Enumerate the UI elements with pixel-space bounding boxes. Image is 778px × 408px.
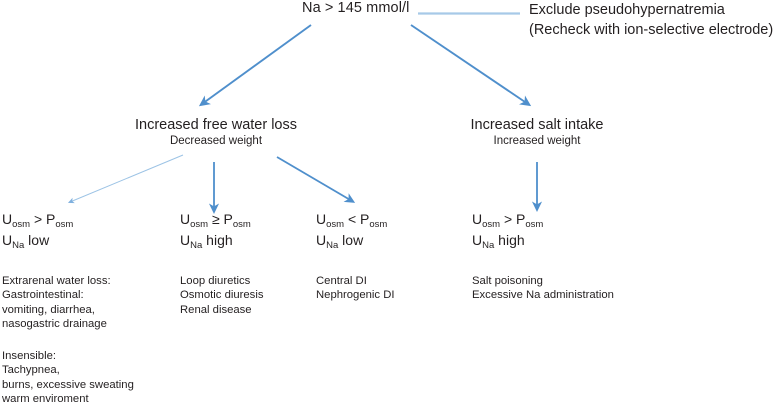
u-symbol: U [180, 211, 191, 227]
branch-free-water-loss-subheading: Decreased weight [169, 135, 263, 147]
u-subscript: osm [190, 219, 209, 230]
detail-line: Extrarenal water loss: [2, 275, 111, 287]
details-extrarenal-water-loss: Extrarenal water loss: Gastrointestinal:… [2, 274, 111, 332]
u-symbol: U [316, 232, 327, 248]
branch-node-salt-intake: Increased salt intake Increased weight [459, 117, 615, 149]
u-subscript: osm [12, 219, 31, 230]
details-salt-excess: Salt poisoning Excessive Na administrati… [472, 274, 614, 303]
sodium-level: low [24, 232, 50, 248]
arrow-free-water-loss-to-extrarenal [67, 154, 184, 204]
u-subscript: osm [326, 219, 345, 230]
side-note-exclude-pseudohypernatremia: Exclude pseudohypernatremia (Recheck wit… [529, 0, 773, 40]
criteria-salt-excess: Uosm > Posm UNa high [472, 210, 543, 252]
details-diabetes-insipidus: Central DI Nephrogenic DI [316, 274, 395, 303]
comparison-operator: > P [30, 211, 56, 227]
detail-line: Nephrogenic DI [316, 289, 395, 302]
u-symbol: U [472, 232, 483, 248]
criteria-line-osmolality: Uosm > Posm [472, 210, 543, 231]
detail-line: warm enviroment [2, 393, 89, 406]
detail-line: Tachypnea, [2, 364, 60, 377]
u-subscript: osm [482, 219, 501, 230]
u-symbol: U [2, 232, 13, 248]
detail-line: Gastrointestinal: [2, 289, 84, 302]
u-symbol: U [316, 211, 327, 227]
na-subscript: Na [482, 240, 495, 251]
detail-line: Osmotic diuresis [180, 289, 264, 302]
arrow-free-water-loss-to-di [276, 156, 356, 203]
comparison-operator: ≥ P [208, 211, 233, 227]
side-note-line-1: Exclude pseudohypernatremia [529, 2, 725, 18]
sodium-level: high [202, 232, 233, 248]
na-subscript: Na [12, 240, 25, 251]
arrow-title-to-free-water-loss [198, 24, 312, 107]
criteria-line-sodium: UNa low [2, 231, 73, 252]
criteria-line-sodium: UNa high [472, 231, 543, 252]
details-insensible-water-loss: Insensible: Tachypnea, burns, excessive … [2, 349, 134, 407]
arrow-title-to-salt-intake [410, 24, 532, 107]
detail-line: vomiting, diarrhea, [2, 303, 95, 316]
na-subscript: Na [190, 240, 203, 251]
criteria-line-osmolality: Uosm ≥ Posm [180, 210, 251, 231]
criteria-line-osmolality: Uosm < Posm [316, 210, 387, 231]
sodium-level: low [338, 232, 364, 248]
criteria-line-osmolality: Uosm > Posm [2, 210, 73, 231]
u-symbol: U [180, 232, 191, 248]
na-subscript: Na [326, 240, 339, 251]
u-symbol: U [472, 211, 483, 227]
p-subscript: osm [232, 219, 251, 230]
branch-salt-intake-heading: Increased salt intake [470, 117, 604, 133]
u-symbol: U [2, 211, 13, 227]
p-subscript: osm [369, 219, 388, 230]
criteria-diabetes-insipidus: Uosm < Posm UNa low [316, 210, 387, 252]
side-note-line-2: (Recheck with ion-selective electrode) [529, 22, 774, 38]
details-renal-water-loss: Loop diuretics Osmotic diuresis Renal di… [180, 274, 264, 317]
branch-node-free-water-loss: Increased free water loss Decreased weig… [126, 117, 306, 149]
root-node-sodium-threshold: Na > 145 mmol/l [302, 0, 409, 17]
branch-free-water-loss-heading: Increased free water loss [135, 117, 297, 133]
branch-salt-intake-subheading: Increased weight [493, 135, 581, 147]
comparison-operator: > P [500, 211, 526, 227]
detail-line: Salt poisoning [472, 275, 543, 287]
p-subscript: osm [525, 219, 544, 230]
p-subscript: osm [55, 219, 74, 230]
criteria-extrarenal-water-loss: Uosm > Posm UNa low [2, 210, 73, 252]
criteria-line-sodium: UNa high [180, 231, 251, 252]
comparison-operator: < P [344, 211, 370, 227]
detail-line: Insensible: [2, 350, 57, 362]
detail-line: Loop diuretics [180, 275, 251, 287]
detail-line: Excessive Na administration [472, 289, 614, 302]
sodium-level: high [494, 232, 525, 248]
criteria-line-sodium: UNa low [316, 231, 387, 252]
root-node-label: Na > 145 mmol/l [302, 0, 410, 16]
detail-line: burns, excessive sweating [2, 378, 134, 391]
detail-line: Renal disease [180, 303, 252, 316]
detail-line: Central DI [316, 275, 367, 287]
detail-line: nasogastric drainage [2, 318, 107, 331]
criteria-renal-water-loss: Uosm ≥ Posm UNa high [180, 210, 251, 252]
